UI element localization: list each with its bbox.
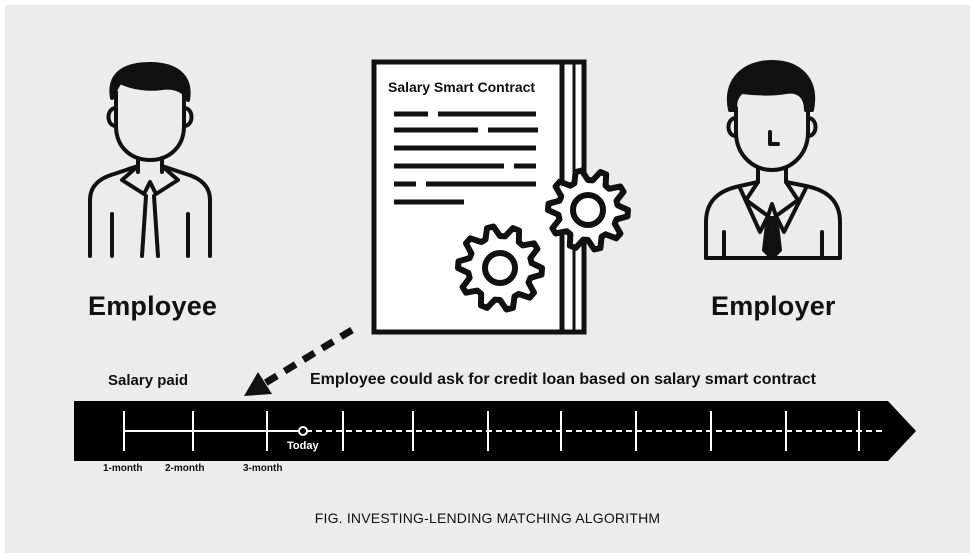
gear-icon (455, 223, 545, 313)
credit-loan-note: Employee could ask for credit loan based… (310, 371, 816, 388)
contract-text-lines (394, 111, 538, 205)
today-label: Today (287, 440, 319, 452)
month-2-label: 2-month (165, 463, 205, 474)
month-1-label: 1-month (103, 463, 143, 474)
today-marker (298, 426, 308, 436)
gear-hub (482, 250, 518, 286)
figure-caption: FIG. INVESTING-LENDING MATCHING ALGORITH… (314, 510, 661, 526)
dashed-arrow (244, 327, 354, 396)
gear-icon (545, 167, 631, 253)
employee-icon (88, 62, 212, 258)
timeline (74, 401, 916, 461)
month-3-label: 3-month (243, 463, 283, 474)
arrow-head (244, 372, 272, 396)
smart-contract-document (371, 59, 587, 335)
contract-title: Salary Smart Contract (388, 79, 535, 95)
salary-paid-label: Salary paid (108, 372, 189, 389)
timeline-bar (74, 401, 916, 461)
employee-label: Employee (88, 291, 218, 321)
employer-label: Employer (711, 291, 836, 321)
employer-icon (704, 60, 842, 260)
gear-hub (570, 192, 606, 228)
